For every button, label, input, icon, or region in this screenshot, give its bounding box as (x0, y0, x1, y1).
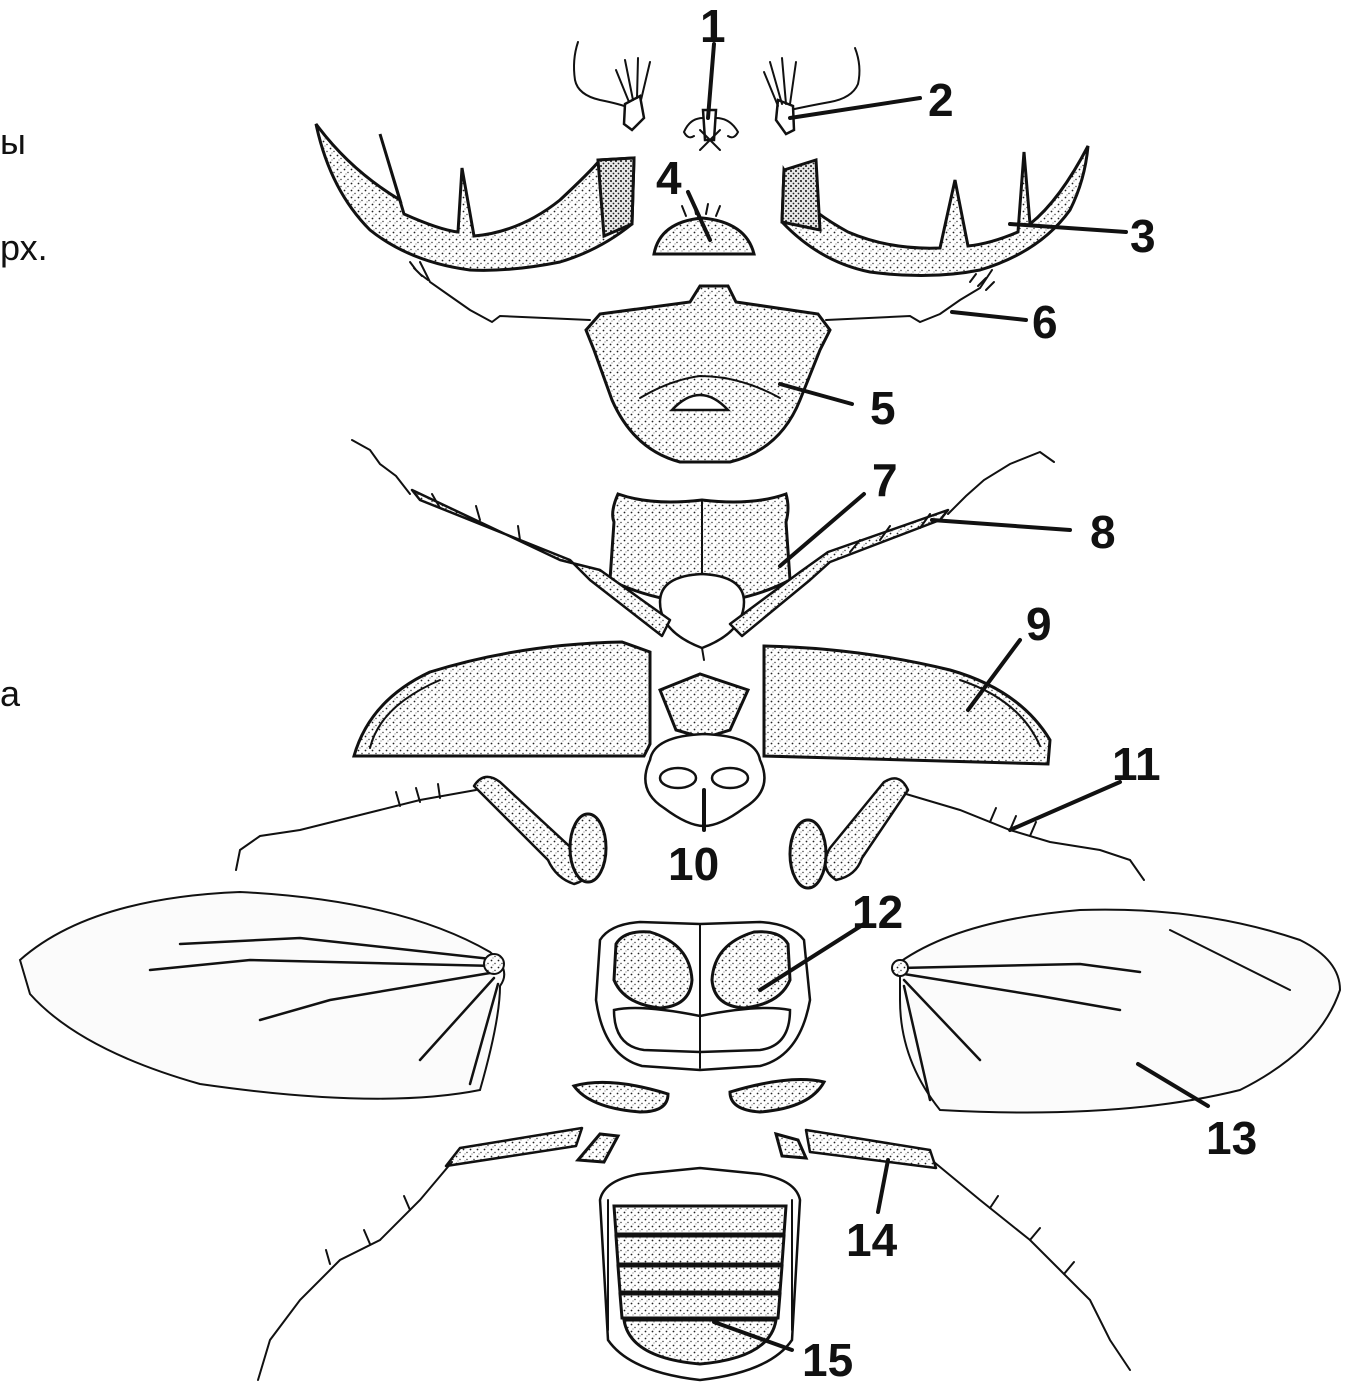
scutellum (660, 674, 748, 738)
hindleg-left (258, 1128, 618, 1380)
label-2: 2 (928, 74, 954, 126)
label-13: 13 (1206, 1112, 1257, 1164)
hindwing-right (892, 910, 1340, 1113)
elytron-right (764, 646, 1050, 764)
label-11: 11 (1112, 738, 1161, 790)
abdomen (600, 1168, 800, 1380)
mandible-left (316, 124, 634, 270)
label-15: 15 (802, 1334, 853, 1386)
label-9: 9 (1026, 598, 1052, 650)
elytron-left (354, 642, 650, 756)
label-6: 6 (1032, 296, 1058, 348)
label-5: 5 (870, 382, 896, 434)
maxilla-left (574, 42, 650, 130)
metacoxa-plates (574, 1080, 824, 1112)
labium (684, 110, 738, 150)
label-8: 8 (1090, 506, 1116, 558)
head-capsule (586, 286, 830, 462)
mandible-right (782, 146, 1088, 276)
label-3: 3 (1130, 210, 1156, 262)
prothorax (610, 494, 790, 660)
midleg-left (236, 777, 606, 884)
metathorax (596, 922, 810, 1070)
label-10: 10 (668, 838, 719, 890)
label-7: 7 (872, 454, 898, 506)
label-14: 14 (846, 1214, 898, 1266)
maxilla-right (764, 48, 859, 134)
label-4: 4 (656, 152, 682, 204)
label-1: 1 (700, 0, 726, 52)
label-12: 12 (852, 886, 903, 938)
hindwing-left (20, 892, 504, 1099)
